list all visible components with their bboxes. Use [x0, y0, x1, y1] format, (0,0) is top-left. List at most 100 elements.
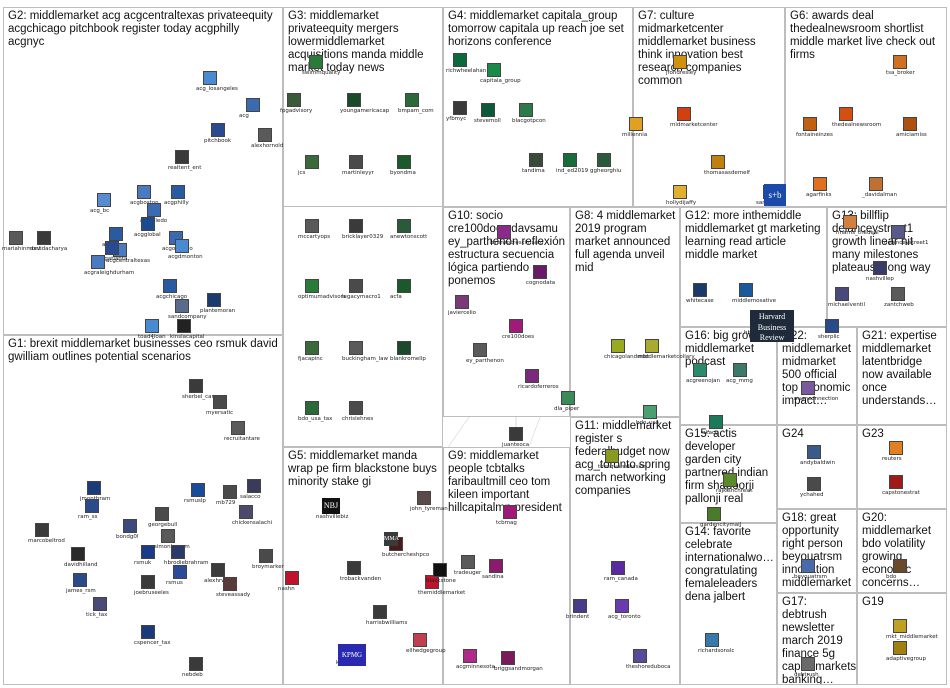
node-tandima[interactable] [529, 153, 543, 167]
node-mumconnection[interactable] [801, 381, 815, 395]
node-amiciamiss[interactable] [903, 117, 917, 131]
node-acg[interactable] [246, 98, 260, 112]
node-youngamericacap[interactable] [347, 93, 361, 107]
node-martinleyyr[interactable] [349, 155, 363, 169]
node-acg-toronto[interactable] [615, 599, 629, 613]
node-jmontbram[interactable] [87, 481, 101, 495]
node-joebruseeles[interactable] [141, 575, 155, 589]
node-bdo-usa[interactable] [643, 405, 657, 419]
node-recruitantare[interactable] [231, 421, 245, 435]
node-michaelventil[interactable] [835, 287, 849, 301]
node-agarfinks[interactable] [813, 177, 827, 191]
node-chrislehnes[interactable] [349, 401, 363, 415]
node-bondg0l[interactable] [123, 519, 137, 533]
node-acgtoledo[interactable] [147, 203, 161, 217]
node-pitchbook[interactable] [211, 123, 225, 137]
node-delanceystreet1[interactable] [891, 225, 905, 239]
node-acgdmonton[interactable] [175, 239, 189, 253]
node-capstonestrat[interactable] [889, 475, 903, 489]
node-anewtonscott[interactable] [397, 219, 411, 233]
node-davidacharya[interactable] [37, 231, 51, 245]
node-adaptivegroup[interactable] [893, 641, 907, 655]
node-acgnyc[interactable] [109, 227, 123, 241]
node-theshoreduboca[interactable] [633, 649, 647, 663]
node-yfbmyc[interactable] [453, 101, 467, 115]
node-acgphilly[interactable] [171, 185, 185, 199]
node-tradeuger[interactable] [461, 555, 475, 569]
node-bmpam-com[interactable] [405, 93, 419, 107]
node-midmarketcenter[interactable] [677, 107, 691, 121]
node-richwheelahan[interactable] [453, 53, 467, 67]
node-middlemarketcollary[interactable] [645, 339, 659, 353]
node-chickensalachi[interactable] [239, 505, 253, 519]
node-rajkishchresh[interactable] [723, 473, 737, 487]
node-acgatlanta[interactable] [105, 241, 119, 255]
node-millennia[interactable] [629, 117, 643, 131]
node-mkt-middlemarket[interactable] [893, 619, 907, 633]
node-gardencitymail[interactable] [707, 507, 721, 521]
node-fjacapinc[interactable] [305, 341, 319, 355]
node-cspencer-tax[interactable] [141, 625, 155, 639]
node-thedealnewsroom[interactable] [839, 107, 853, 121]
node-nharris-thedeal[interactable] [843, 215, 857, 229]
node-richardsonslc[interactable] [705, 633, 719, 647]
node-acgglobal[interactable] [141, 217, 155, 231]
node-acfa[interactable] [397, 279, 411, 293]
node-hbrodiebrahram[interactable] [171, 545, 185, 559]
node-reuters[interactable] [889, 441, 903, 455]
node-plantemoran[interactable] [207, 293, 221, 307]
node-acgminnesota[interactable] [463, 649, 477, 663]
node-nashn[interactable] [285, 571, 299, 585]
node-nebdeb[interactable] [189, 657, 203, 671]
node-alexhornold[interactable] [258, 128, 272, 142]
node-marcobeltrod[interactable] [35, 523, 49, 537]
node-bricklayer0329[interactable] [349, 219, 363, 233]
node-john-tyreman[interactable] [417, 491, 431, 505]
node-tsa-broker[interactable] [893, 55, 907, 69]
node-whitecase[interactable] [693, 283, 707, 297]
node-thomasasdemelf[interactable] [711, 155, 725, 169]
node-ellhedgegroup[interactable] [413, 633, 427, 647]
node-ram-canada[interactable] [611, 561, 625, 575]
node-mccartyops[interactable] [305, 219, 319, 233]
node-broymarker[interactable] [259, 549, 273, 563]
node-acg-bc[interactable] [97, 193, 111, 207]
node-mb729[interactable] [223, 485, 237, 499]
node-realtent-ent[interactable] [175, 150, 189, 164]
node-tcbmag[interactable] [503, 505, 517, 519]
node-cognodata[interactable] [533, 265, 547, 279]
node-acgchicago[interactable] [163, 279, 177, 293]
node-hollydijaffy[interactable] [673, 185, 687, 199]
node-ey-parthenon[interactable] [473, 343, 487, 357]
node-byondma[interactable] [397, 155, 411, 169]
node-ukacg[interactable] [709, 415, 723, 429]
node-sherplic[interactable] [825, 319, 839, 333]
node-ind-ed2019[interactable] [563, 153, 577, 167]
node-capitala-group[interactable] [487, 63, 501, 77]
node-trobackvanden[interactable] [347, 561, 361, 575]
node-myersatic[interactable] [213, 395, 227, 409]
node-javiercelio[interactable] [455, 295, 469, 309]
node-ram-ss[interactable] [85, 499, 99, 513]
node--davidalman[interactable] [869, 177, 883, 191]
node-acgraleighdurham[interactable] [91, 255, 105, 269]
node-legacymacro1[interactable] [349, 279, 363, 293]
node-chicagolandmbn[interactable] [611, 339, 625, 353]
node-fontaineinzes[interactable] [803, 117, 817, 131]
node-davidhilland[interactable] [71, 547, 85, 561]
node-blankromellp[interactable] [397, 341, 411, 355]
node-jfondresley[interactable] [673, 55, 687, 69]
node-bdo[interactable] [893, 559, 907, 573]
node-sandcompany[interactable] [175, 299, 189, 313]
node-kinslacapital[interactable] [177, 319, 191, 333]
node-toad4loan[interactable] [145, 319, 159, 333]
node-mariahinmont[interactable] [9, 231, 23, 245]
node-salacco[interactable] [247, 479, 261, 493]
node-dla-piper[interactable] [561, 391, 575, 405]
node-ricardoferreros[interactable] [525, 369, 539, 383]
node-zantchweb[interactable] [891, 287, 905, 301]
node-nashvillep[interactable] [873, 261, 887, 275]
node-acg-mmg[interactable] [733, 363, 747, 377]
node-thesquaredivision[interactable] [605, 449, 619, 463]
node-alexhrwoo[interactable] [211, 563, 225, 577]
